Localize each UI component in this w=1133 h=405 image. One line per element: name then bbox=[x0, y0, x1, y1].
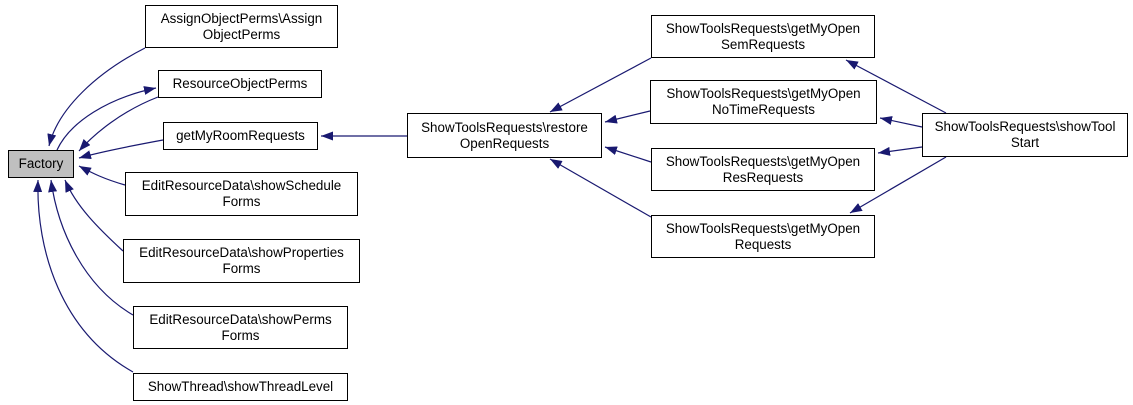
node-get-my-open-res-requests[interactable]: ShowToolsRequests\getMyOpen ResRequests bbox=[651, 148, 875, 191]
node-label-line: EditResourceData\showSchedule bbox=[141, 178, 342, 193]
node-label-line: ShowToolsRequests\getMyOpen bbox=[665, 220, 861, 236]
node-get-my-open-no-time-requests[interactable]: ShowToolsRequests\getMyOpen NoTimeReques… bbox=[650, 80, 877, 124]
node-label-line: EditResourceData\showProperties bbox=[139, 245, 344, 260]
node-label-line: Forms bbox=[222, 194, 261, 209]
node-label-line: NoTimeRequests bbox=[712, 102, 815, 117]
node-label-line: Requests bbox=[734, 236, 792, 252]
edge-showtoolstart-to-getmyopennotimerequests bbox=[879, 116, 923, 128]
node-label-line: ShowToolsRequests\getMyOpen bbox=[666, 86, 861, 101]
node-show-schedule-forms[interactable]: EditResourceData\showSchedule Forms bbox=[125, 172, 358, 216]
node-resource-object-perms[interactable]: ResourceObjectPerms bbox=[158, 70, 322, 98]
edge-factory-to-resourceobjectperms bbox=[56, 86, 157, 151]
edge-getmyopensemrequests-to-restoreopenrequests bbox=[549, 57, 652, 113]
node-label-line: Start bbox=[1010, 135, 1040, 150]
node-label-line: ShowToolsRequests\getMyOpen bbox=[665, 153, 861, 169]
node-label-line: OpenRequests bbox=[459, 135, 550, 151]
node-label-line: Factory bbox=[18, 156, 64, 171]
node-show-properties-forms[interactable]: EditResourceData\showProperties Forms bbox=[123, 239, 360, 283]
node-show-perms-forms[interactable]: EditResourceData\showPerms Forms bbox=[133, 306, 348, 349]
edge-showthreadlevel-to-factory bbox=[33, 179, 134, 373]
node-get-my-open-requests[interactable]: ShowToolsRequests\getMyOpen Requests bbox=[651, 215, 875, 258]
node-restore-open-requests[interactable]: ShowToolsRequests\restore OpenRequests bbox=[407, 113, 602, 158]
edge-showpermsforms-to-factory bbox=[48, 179, 134, 316]
edge-showtoolstart-to-getmyopensemrequests bbox=[845, 59, 947, 114]
node-get-my-open-sem-requests[interactable]: ShowToolsRequests\getMyOpen SemRequests bbox=[651, 15, 875, 58]
node-get-my-room-requests[interactable]: getMyRoomRequests bbox=[163, 122, 318, 150]
node-factory[interactable]: Factory bbox=[8, 150, 74, 178]
edge-getmyroomrequests-to-factory bbox=[78, 139, 164, 160]
node-show-thread-level[interactable]: ShowThread\showThreadLevel bbox=[133, 373, 348, 401]
node-label-line: ResRequests bbox=[722, 169, 804, 185]
node-label-line: getMyRoomRequests bbox=[176, 128, 305, 143]
node-label-line: ShowToolsRequests\showTool bbox=[934, 119, 1116, 134]
node-label-line: SemRequests bbox=[720, 36, 806, 52]
edge-getmyopennotimerequests-to-restoreopenrequests bbox=[604, 110, 651, 124]
edge-showtoolstart-to-getmyopenrequests bbox=[849, 156, 947, 214]
node-show-tool-start[interactable]: ShowToolsRequests\showTool Start bbox=[922, 113, 1128, 157]
node-label-line: ObjectPerms bbox=[202, 26, 281, 42]
edge-showscheduleforms-to-factory bbox=[78, 165, 126, 186]
edge-getmyopenresrequests-to-restoreopenrequests bbox=[604, 146, 652, 163]
node-label-line: ResourceObjectPerms bbox=[172, 76, 308, 91]
node-label-line: Forms bbox=[221, 327, 260, 343]
edge-assignobjectperms-to-factory bbox=[47, 47, 146, 147]
node-label-line: EditResourceData\showPerms bbox=[149, 311, 332, 327]
node-label-line: Forms bbox=[222, 261, 261, 276]
edge-getmyopenrequests-to-restoreopenrequests bbox=[549, 158, 652, 218]
node-label-line: AssignObjectPerms\Assign bbox=[160, 10, 323, 26]
edge-showpropertiesforms-to-factory bbox=[64, 179, 124, 252]
edge-resourceobjectperms-to-factory bbox=[78, 96, 159, 152]
node-assign-object-perms[interactable]: AssignObjectPerms\Assign ObjectPerms bbox=[145, 5, 338, 48]
node-label-line: ShowThread\showThreadLevel bbox=[147, 379, 334, 394]
node-label-line: ShowToolsRequests\restore bbox=[421, 119, 588, 135]
node-label-line: ShowToolsRequests\getMyOpen bbox=[665, 20, 861, 36]
edge-showtoolstart-to-getmyopenresrequests bbox=[877, 146, 923, 156]
